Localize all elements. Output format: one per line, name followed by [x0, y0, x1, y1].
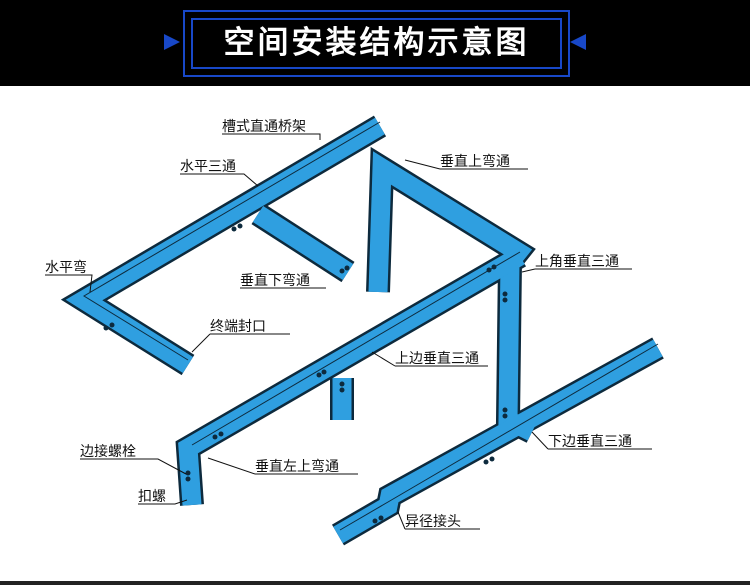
label-vertical-up-bend: 垂直上弯通	[440, 153, 510, 170]
horizontal-tray-loop	[65, 117, 385, 374]
leader-lines	[45, 133, 652, 530]
label-top-side-vertical-tee: 上边垂直三通	[395, 350, 479, 367]
label-end-cap: 终端封口	[210, 319, 266, 335]
label-vertical-down-bend: 垂直下弯通	[240, 272, 310, 289]
label-side-bolt: 边接螺栓	[80, 443, 136, 460]
lower-main-tray	[178, 247, 525, 506]
label-vertical-left-up-bend: 垂直左上弯通	[255, 458, 339, 475]
cable-tray-diagram: 槽式直通桥架 水平三通 垂直上弯通 水平弯 垂直下弯通 上角垂直三通 终端封口 …	[45, 115, 664, 546]
bolt-holes	[103, 223, 508, 524]
header-banner: 空间安装结构示意图	[0, 0, 750, 86]
right-arrow-icon	[570, 34, 586, 50]
label-reducer: 异径接头	[405, 513, 461, 530]
title-frame	[183, 10, 570, 77]
page-title: 空间安装结构示意图	[223, 25, 530, 61]
tray-outlines	[60, 115, 664, 546]
label-top-corner-vertical-tee: 上角垂直三通	[535, 253, 619, 270]
label-clip: 扣螺	[138, 489, 166, 505]
title-frame-inner	[191, 18, 562, 69]
label-straight-tray: 槽式直通桥架	[222, 118, 306, 135]
label-horizontal-tee: 水平三通	[180, 159, 236, 175]
tray-edge-lines	[83, 121, 659, 531]
label-bottom-side-vertical-tee: 下边垂直三通	[548, 433, 632, 450]
left-arrow-icon	[164, 34, 180, 50]
label-horizontal-bend: 水平弯	[45, 259, 87, 276]
bottom-border	[0, 581, 750, 585]
horizontal-tee-branch	[252, 206, 354, 280]
